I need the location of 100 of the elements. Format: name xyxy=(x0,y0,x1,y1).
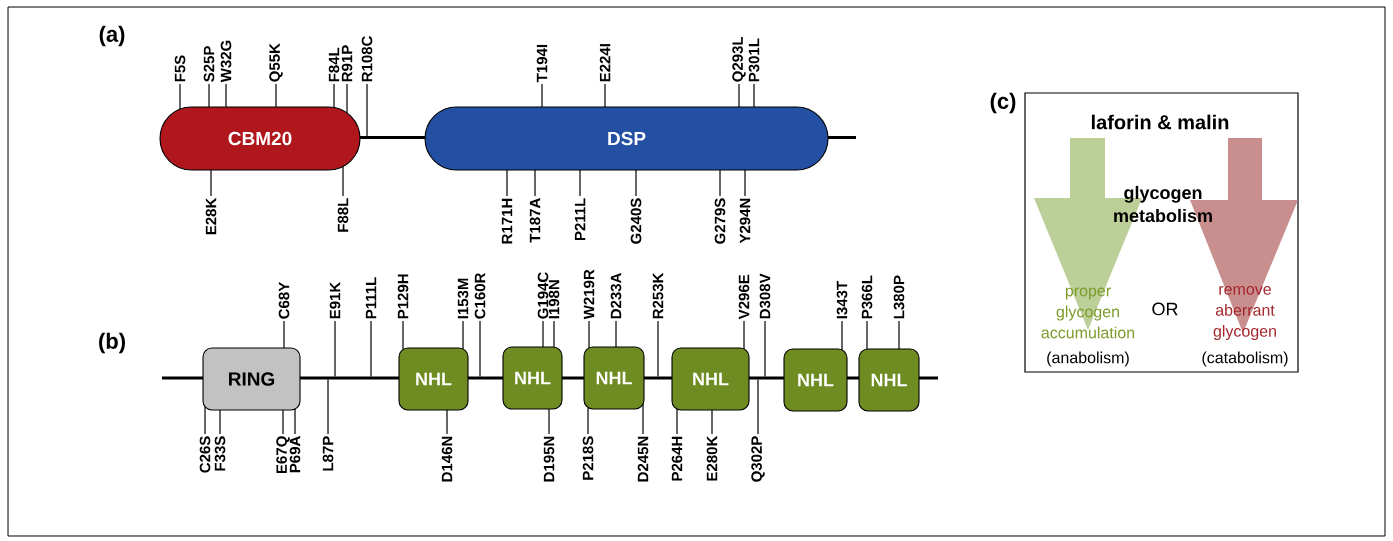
leader-line xyxy=(615,320,617,348)
mutation-label: R171H xyxy=(501,198,513,244)
mutation-label: Q302P xyxy=(751,436,765,482)
mutation-label: R253K xyxy=(652,272,664,319)
mutation-label: P111L xyxy=(365,277,377,319)
leader-line xyxy=(402,320,404,351)
leader-line xyxy=(553,320,555,348)
mutation-label: I153M xyxy=(457,278,469,319)
protein-domain: DSP xyxy=(424,106,829,171)
mutation-label: S25P xyxy=(203,46,215,82)
leader-line xyxy=(219,409,221,435)
mutation-label: P301L xyxy=(748,38,760,82)
leader-line xyxy=(366,83,368,137)
leader-line xyxy=(542,320,544,348)
leader-line xyxy=(711,409,713,435)
mutation-label: Y294N xyxy=(739,198,751,244)
mutation-label: F84L xyxy=(328,47,340,82)
mutation-label: I343T xyxy=(836,281,848,319)
mutation-label: E67Q xyxy=(276,436,290,474)
leader-line xyxy=(294,408,296,435)
leader-line xyxy=(635,169,637,197)
mutation-label: G240S xyxy=(630,198,642,244)
protein-domain: CBM20 xyxy=(159,106,361,171)
leader-line xyxy=(548,408,550,435)
mutation-label: P69A xyxy=(289,436,301,473)
mutation-label: T187A xyxy=(529,198,541,243)
panel-label: (b) xyxy=(99,332,125,354)
mutation-label: L380P xyxy=(893,275,905,319)
mutation-label: P211L xyxy=(574,198,586,241)
mutation-label: R108C xyxy=(361,36,373,82)
leader-line xyxy=(642,403,644,435)
mutation-label: G194C xyxy=(537,272,549,319)
leader-line xyxy=(587,406,589,435)
connector-word: OR xyxy=(1152,302,1178,316)
mutation-label: D308V xyxy=(759,273,771,319)
leader-line xyxy=(333,83,335,109)
protein-domain: NHL xyxy=(583,346,645,410)
mutation-label: F5S xyxy=(174,55,186,82)
leader-line xyxy=(210,169,212,197)
leader-line xyxy=(179,83,181,110)
leader-line xyxy=(841,320,843,351)
mutation-label: P366L xyxy=(861,275,873,319)
mutation-label: F88L xyxy=(337,198,349,232)
leader-line xyxy=(446,409,448,435)
leader-line xyxy=(898,320,900,350)
leader-line xyxy=(719,169,721,197)
leader-line xyxy=(588,320,590,349)
leader-line xyxy=(764,320,766,378)
backbone-line xyxy=(828,136,856,139)
mutation-label: P218S xyxy=(582,436,594,480)
protein-domain: NHL xyxy=(858,348,920,412)
mutation-label: D233A xyxy=(610,273,622,319)
leader-line xyxy=(506,169,508,197)
protein-domain: NHL xyxy=(502,346,563,410)
mutation-label: C26S xyxy=(199,436,211,473)
mutation-label: E280K xyxy=(706,435,718,481)
leader-line xyxy=(743,320,745,350)
protein-domain: RING xyxy=(202,347,301,411)
leader-line xyxy=(676,408,678,435)
leader-line xyxy=(342,165,344,197)
leader-line xyxy=(753,83,755,108)
leader-line xyxy=(738,83,740,108)
leader-line xyxy=(334,320,336,378)
leader-line xyxy=(208,83,210,108)
mutation-label: I198N xyxy=(548,280,560,319)
mutation-label: F33S xyxy=(214,436,226,471)
outcome-text: (anabolism) xyxy=(1047,351,1129,367)
mutation-label: W32G xyxy=(220,40,232,83)
protein-domain: NHL xyxy=(398,347,469,411)
heading: laforin & malin xyxy=(1091,114,1229,130)
mutation-label: G279S xyxy=(714,198,726,244)
mutation-label: D245N xyxy=(637,436,649,482)
mutation-label: D146N xyxy=(441,436,453,482)
leader-line xyxy=(327,378,329,435)
mutation-label: R91P xyxy=(341,45,353,82)
leader-line xyxy=(579,169,581,197)
leader-line xyxy=(283,320,285,349)
leader-line xyxy=(282,409,284,435)
leader-line xyxy=(479,320,481,378)
leader-line xyxy=(541,83,543,108)
mutation-label: D195N xyxy=(543,436,555,482)
mutation-label: W219R xyxy=(583,269,595,320)
protein-domain: NHL xyxy=(671,347,750,411)
mutation-label: E28K xyxy=(205,197,217,235)
caption-text: glycogen metabolism xyxy=(1114,185,1212,223)
leader-line xyxy=(462,320,464,350)
mutation-label: P129H xyxy=(397,274,409,319)
leader-line xyxy=(757,378,759,435)
mutation-label: L87P xyxy=(322,436,334,471)
panel-label: (a) xyxy=(99,25,125,47)
leader-line xyxy=(346,83,348,114)
outcome-text: (catabolism) xyxy=(1202,351,1288,367)
leader-line xyxy=(657,320,659,378)
leader-line xyxy=(744,169,746,197)
leader-line xyxy=(370,320,372,378)
mutation-label: Q55K xyxy=(269,43,283,82)
mutation-label: C160R xyxy=(474,272,486,319)
protein-domain: NHL xyxy=(783,348,848,412)
leader-line xyxy=(534,169,536,197)
mutation-label: C68Y xyxy=(278,282,290,319)
